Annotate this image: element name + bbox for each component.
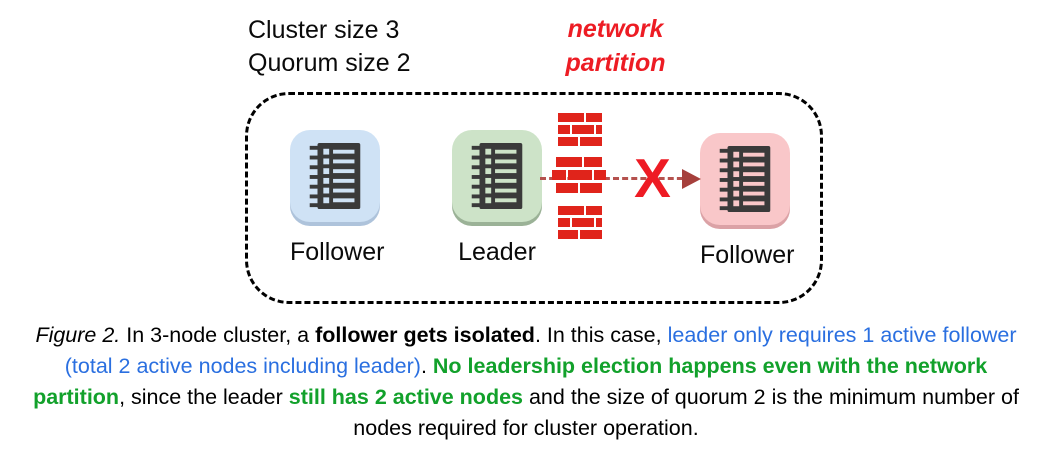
caption-green-text: still has 2 active nodes	[288, 385, 523, 409]
network-partition-label: network partition	[528, 12, 703, 80]
dashed-arrow-line	[540, 177, 692, 180]
node-label-follower-left: Follower	[290, 238, 385, 266]
caption-figure-label: Figure 2.	[35, 323, 121, 347]
caption-blue-text: leader only requires 1 active follower (…	[64, 323, 1017, 378]
node-label-follower-isolated: Follower	[700, 241, 795, 269]
server-tile-pink	[700, 133, 790, 225]
server-icon	[719, 145, 771, 213]
cluster-info: Cluster size 3 Quorum size 2	[248, 14, 411, 80]
node-leader: Leader	[452, 130, 542, 267]
server-tile-green	[452, 130, 542, 222]
network-partition-line2: partition	[565, 49, 666, 77]
caption-text: , since the leader	[119, 385, 289, 409]
node-follower-isolated: Follower	[700, 133, 795, 270]
arrowhead-icon	[682, 169, 701, 189]
server-icon	[309, 142, 361, 210]
x-mark-icon: X	[634, 147, 671, 209]
cluster-boundary	[245, 92, 823, 304]
caption-bold-text: follower gets isolated	[315, 323, 535, 347]
node-follower-left: Follower	[290, 130, 385, 267]
figure-caption: Figure 2. In 3-node cluster, a follower …	[26, 320, 1026, 444]
brick-wall-icon-bottom	[558, 206, 602, 239]
brick-wall-icon-middle	[552, 157, 606, 193]
caption-text: .	[420, 354, 433, 378]
network-partition-line1: network	[567, 15, 664, 43]
caption-green-text: No leadership election happens even with…	[33, 354, 988, 409]
caption-text: and the size of quorum 2 is the minimum …	[353, 385, 1019, 440]
quorum-size-label: Quorum size 2	[248, 49, 411, 77]
caption-text: . In this case,	[534, 323, 668, 347]
brick-wall-icon-top	[558, 113, 602, 146]
caption-text: In 3-node cluster, a	[120, 323, 316, 347]
node-label-leader: Leader	[458, 238, 536, 266]
server-icon	[471, 142, 523, 210]
cluster-size-label: Cluster size 3	[248, 16, 400, 44]
server-tile-blue	[290, 130, 380, 222]
